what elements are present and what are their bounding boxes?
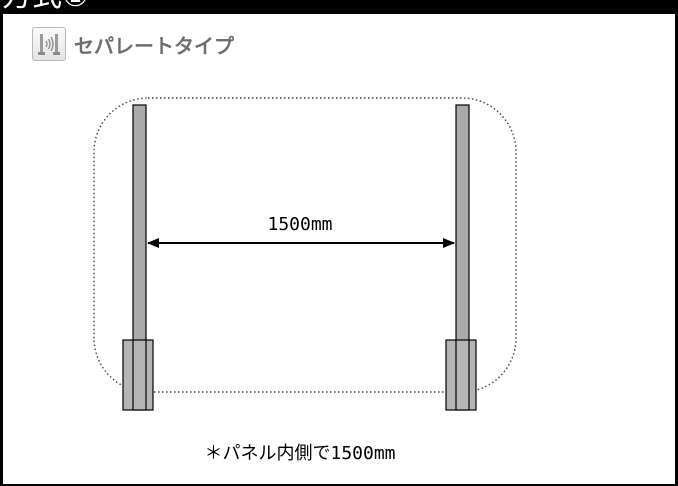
detection-area-outline xyxy=(93,97,517,393)
type-header: セパレートタイプ xyxy=(32,26,234,62)
dimension-label: 1500mm xyxy=(267,214,332,235)
left-gate-panel xyxy=(122,104,154,411)
type-title: セパレートタイプ xyxy=(74,33,234,58)
gate-antenna-icon xyxy=(32,27,66,61)
right-gate-panel xyxy=(445,104,477,411)
top-banner-text: 方式① xyxy=(2,0,89,12)
left-gate-base xyxy=(122,339,154,411)
top-banner: 方式① xyxy=(0,0,678,14)
right-gate-base xyxy=(445,339,477,411)
gate-antenna-icon-graphic xyxy=(38,34,60,55)
dimension-note: ＊パネル内側で1500mm xyxy=(204,443,395,464)
